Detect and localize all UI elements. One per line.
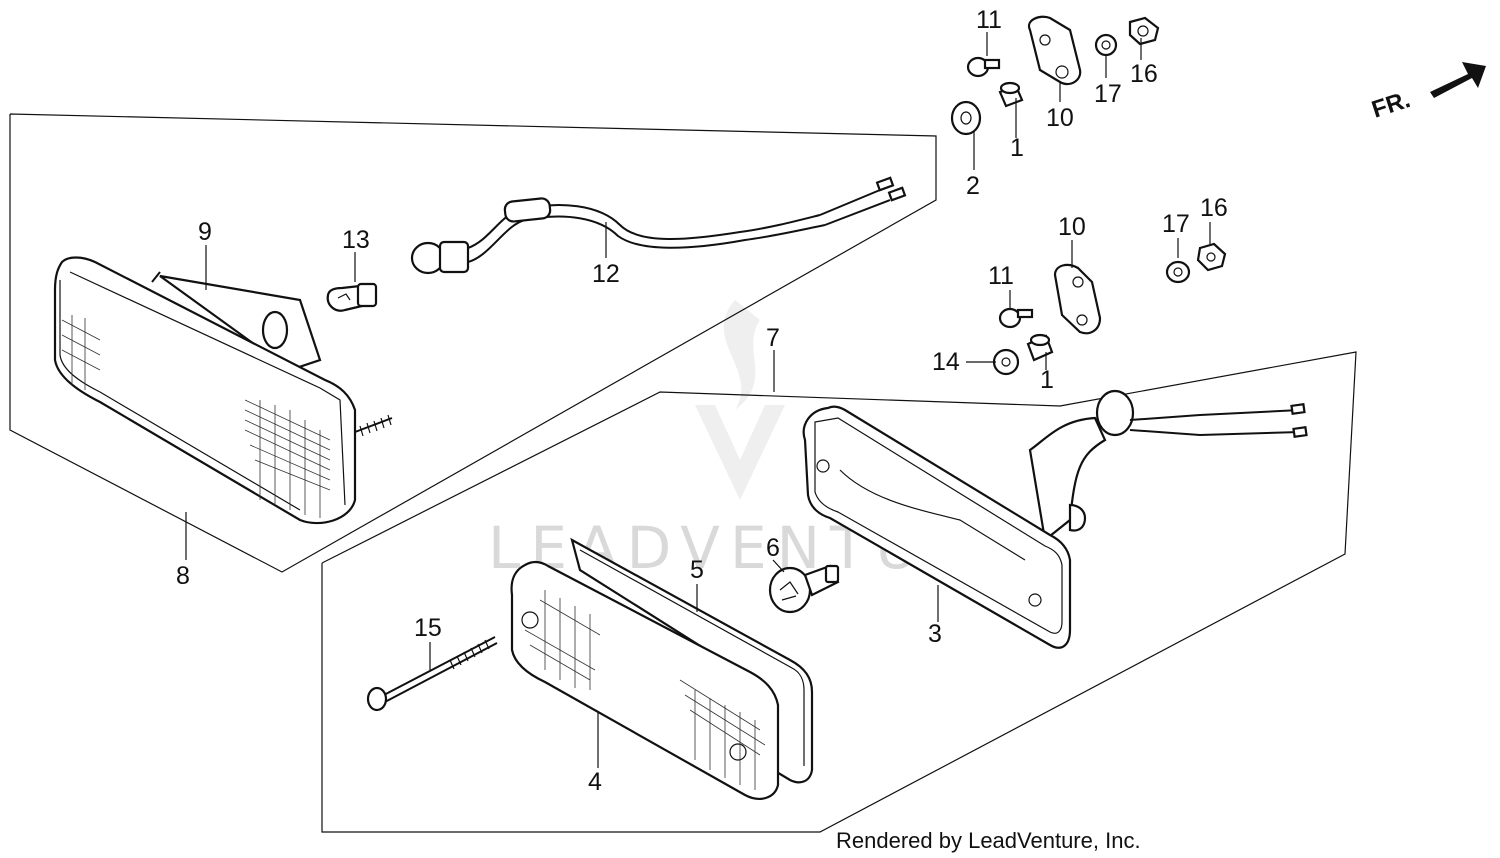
render-credit: Rendered by LeadVenture, Inc. [836,828,1141,853]
callout-15: 15 [414,614,442,642]
bulb-13 [326,282,378,312]
lower-hardware [992,242,1227,376]
callout-16-lower: 16 [1200,194,1228,222]
front-direction-label: FR. [1369,86,1414,124]
callout-1-lower: 1 [1040,366,1054,394]
callout-5: 5 [690,556,704,584]
callout-1-upper: 1 [1010,134,1024,162]
callout-10-upper: 10 [1046,104,1074,132]
leader-lines [185,32,1211,768]
bulb-6 [768,564,840,614]
socket-harness-12 [410,176,907,275]
callout-3: 3 [928,620,942,648]
callout-4: 4 [588,768,602,796]
callout-17-upper: 17 [1094,80,1122,108]
gasket-5 [570,537,814,784]
callout-6: 6 [766,534,780,562]
lens-4 [510,561,780,800]
callout-12: 12 [592,260,620,288]
callout-11-lower: 11 [988,262,1014,290]
callout-16-upper: 16 [1130,60,1158,88]
group-outline-8 [9,113,937,573]
callout-11-upper: 11 [976,6,1002,34]
callout-9: 9 [198,218,212,246]
callout-8: 8 [176,562,190,590]
callout-2: 2 [966,172,980,200]
callout-17-lower: 17 [1162,210,1190,238]
group-outline-7 [321,351,1357,833]
callout-7: 7 [766,324,780,352]
callout-14: 14 [932,348,960,376]
right-lamp-housing-3 [802,389,1308,649]
watermark-logo [695,300,785,500]
left-lamp-assembly [53,256,393,525]
callout-10-lower: 10 [1058,213,1086,241]
upper-hardware [950,15,1160,136]
front-direction-arrow [1430,62,1486,98]
callout-13: 13 [342,226,370,254]
screw-15 [366,636,498,712]
